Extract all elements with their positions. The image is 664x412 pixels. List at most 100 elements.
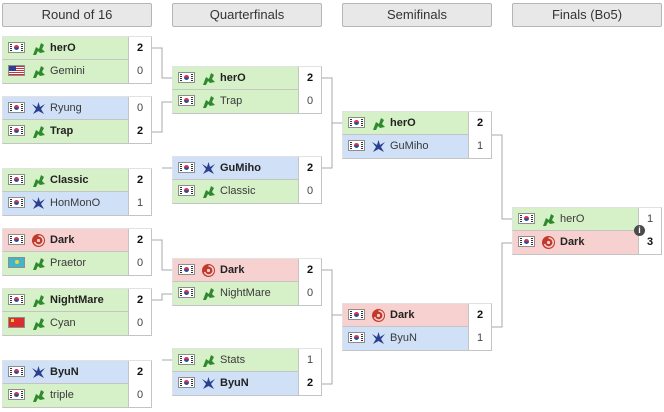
header-finals: Finals (Bo5) bbox=[512, 3, 662, 27]
player-score: 2 bbox=[298, 372, 321, 395]
player-slot-dark[interactable]: Dark 2 bbox=[172, 258, 322, 282]
player-slot-dark[interactable]: Dark 2 bbox=[2, 228, 152, 252]
player-name[interactable]: GuMiho bbox=[390, 140, 429, 152]
player-slot-hero[interactable]: herO 2 bbox=[2, 36, 152, 60]
player-name[interactable]: herO bbox=[390, 117, 416, 129]
flag-kr-icon bbox=[8, 174, 25, 185]
protoss-race-icon bbox=[200, 375, 217, 392]
player-name[interactable]: Trap bbox=[50, 125, 74, 137]
zerg-race-icon bbox=[370, 307, 387, 324]
protoss-race-icon bbox=[370, 330, 387, 347]
player-name[interactable]: GuMiho bbox=[220, 162, 261, 174]
terran-race-icon bbox=[30, 292, 47, 309]
player-slot-trap[interactable]: Trap 0 bbox=[172, 90, 322, 114]
flag-us-icon bbox=[8, 65, 25, 76]
player-slot-dark[interactable]: Dark 3 bbox=[512, 231, 662, 255]
player-name[interactable]: ByuN bbox=[50, 366, 79, 378]
flag-kr-icon bbox=[348, 140, 365, 151]
player-slot-byun[interactable]: ByuN 2 bbox=[2, 360, 152, 384]
player-slot-nightmare[interactable]: NightMare 0 bbox=[172, 282, 322, 306]
player-score: 0 bbox=[298, 90, 321, 113]
player-score: 2 bbox=[128, 229, 151, 252]
player-name[interactable]: Classic bbox=[50, 174, 89, 186]
info-icon[interactable]: i bbox=[634, 225, 645, 236]
protoss-race-icon bbox=[30, 364, 47, 381]
player-name[interactable]: ByuN bbox=[220, 377, 249, 389]
flag-kr-icon bbox=[178, 95, 195, 106]
player-score: 1 bbox=[638, 208, 661, 231]
player-score: 2 bbox=[128, 37, 151, 60]
terran-race-icon bbox=[30, 255, 47, 272]
flag-kr-icon bbox=[8, 125, 25, 136]
player-name[interactable]: herO bbox=[220, 72, 246, 84]
player-score: 2 bbox=[468, 304, 491, 327]
flag-kr-icon bbox=[8, 389, 25, 400]
player-name[interactable]: Cyan bbox=[50, 317, 76, 329]
player-name[interactable]: Stats bbox=[220, 354, 246, 366]
protoss-race-icon bbox=[370, 138, 387, 155]
flag-kr-icon bbox=[178, 264, 195, 275]
player-slot-byun[interactable]: ByuN 2 bbox=[172, 372, 322, 396]
protoss-race-icon bbox=[30, 195, 47, 212]
player-name[interactable]: ByuN bbox=[390, 332, 417, 344]
player-name[interactable]: Trap bbox=[220, 95, 243, 107]
player-name[interactable]: herO bbox=[560, 213, 585, 225]
player-name[interactable]: Classic bbox=[220, 185, 256, 197]
player-slot-hero[interactable]: herO 2 bbox=[172, 66, 322, 90]
flag-cn-icon bbox=[8, 317, 25, 328]
flag-kr-icon bbox=[8, 42, 25, 53]
player-score: 2 bbox=[298, 259, 321, 282]
terran-race-icon bbox=[30, 63, 47, 80]
player-slot-ryung[interactable]: Ryung 0 bbox=[2, 96, 152, 120]
terran-race-icon bbox=[200, 285, 217, 302]
player-name[interactable]: Dark bbox=[560, 236, 585, 248]
player-name[interactable]: triple bbox=[50, 389, 74, 401]
flag-kr-icon bbox=[178, 287, 195, 298]
flag-kr-icon bbox=[178, 354, 195, 365]
player-score: 3 bbox=[638, 231, 661, 254]
player-score: 0 bbox=[128, 384, 151, 407]
flag-kr-icon bbox=[8, 102, 25, 113]
player-name[interactable]: herO bbox=[50, 42, 76, 54]
player-slot-stats[interactable]: Stats 1 bbox=[172, 348, 322, 372]
player-name[interactable]: HonMonO bbox=[50, 197, 101, 209]
player-name[interactable]: NightMare bbox=[220, 287, 271, 299]
player-score: 0 bbox=[128, 97, 151, 120]
terran-race-icon bbox=[540, 211, 557, 228]
player-score: 0 bbox=[298, 282, 321, 305]
player-score: 2 bbox=[128, 361, 151, 384]
player-name[interactable]: Gemini bbox=[50, 65, 85, 77]
player-name[interactable]: Dark bbox=[390, 309, 415, 321]
protoss-race-icon bbox=[200, 160, 217, 177]
player-score: 1 bbox=[298, 349, 321, 372]
player-name[interactable]: NightMare bbox=[50, 294, 104, 306]
flag-kr-icon bbox=[518, 213, 535, 224]
player-name[interactable]: Dark bbox=[50, 234, 75, 246]
header-round-of-16: Round of 16 bbox=[2, 3, 152, 27]
player-name[interactable]: Praetor bbox=[50, 257, 87, 269]
player-slot-triple[interactable]: triple 0 bbox=[2, 384, 152, 408]
terran-race-icon bbox=[200, 183, 217, 200]
flag-kz-icon bbox=[8, 257, 25, 268]
player-slot-dark[interactable]: Dark 2 bbox=[342, 303, 492, 327]
player-score: 2 bbox=[298, 67, 321, 90]
player-name[interactable]: Ryung bbox=[50, 102, 82, 114]
terran-race-icon bbox=[30, 123, 47, 140]
flag-kr-icon bbox=[178, 377, 195, 388]
terran-race-icon bbox=[30, 172, 47, 189]
terran-race-icon bbox=[200, 70, 217, 87]
player-name[interactable]: Dark bbox=[220, 264, 245, 276]
